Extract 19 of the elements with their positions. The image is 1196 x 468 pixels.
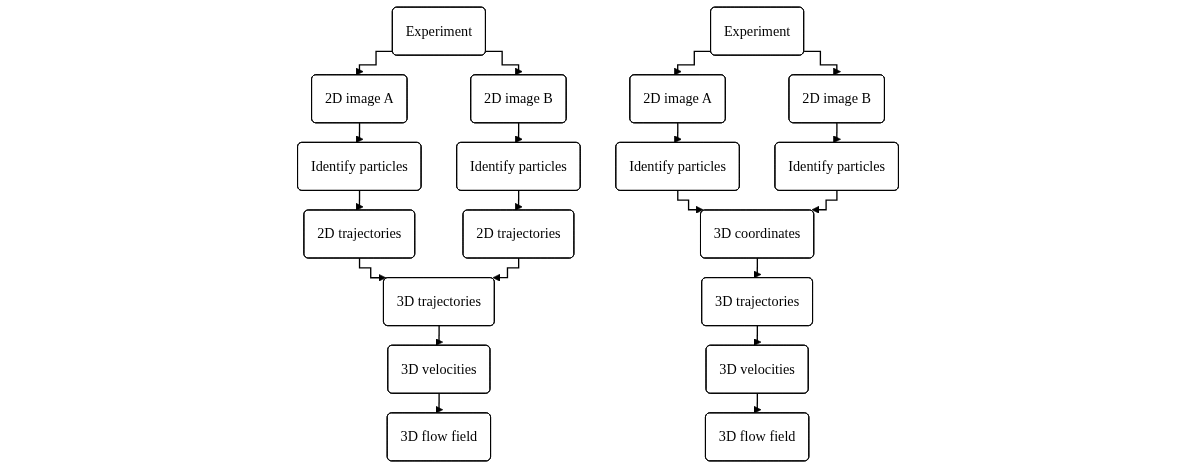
arrow	[355, 50, 394, 76]
arrow	[677, 190, 704, 214]
arrow	[358, 257, 387, 282]
arrow	[811, 190, 838, 214]
arrow	[753, 393, 762, 414]
arrow	[435, 393, 444, 414]
arrow	[435, 325, 444, 346]
arrow	[514, 190, 523, 211]
arrow	[485, 50, 523, 76]
arrow	[803, 50, 841, 76]
arrow	[514, 122, 523, 144]
arrow	[753, 257, 762, 279]
arrow	[753, 325, 762, 346]
arrow	[492, 257, 520, 282]
arrow	[355, 190, 364, 211]
arrow	[673, 122, 682, 144]
arrow	[673, 50, 712, 76]
arrow	[833, 122, 841, 144]
arrow	[355, 122, 364, 144]
